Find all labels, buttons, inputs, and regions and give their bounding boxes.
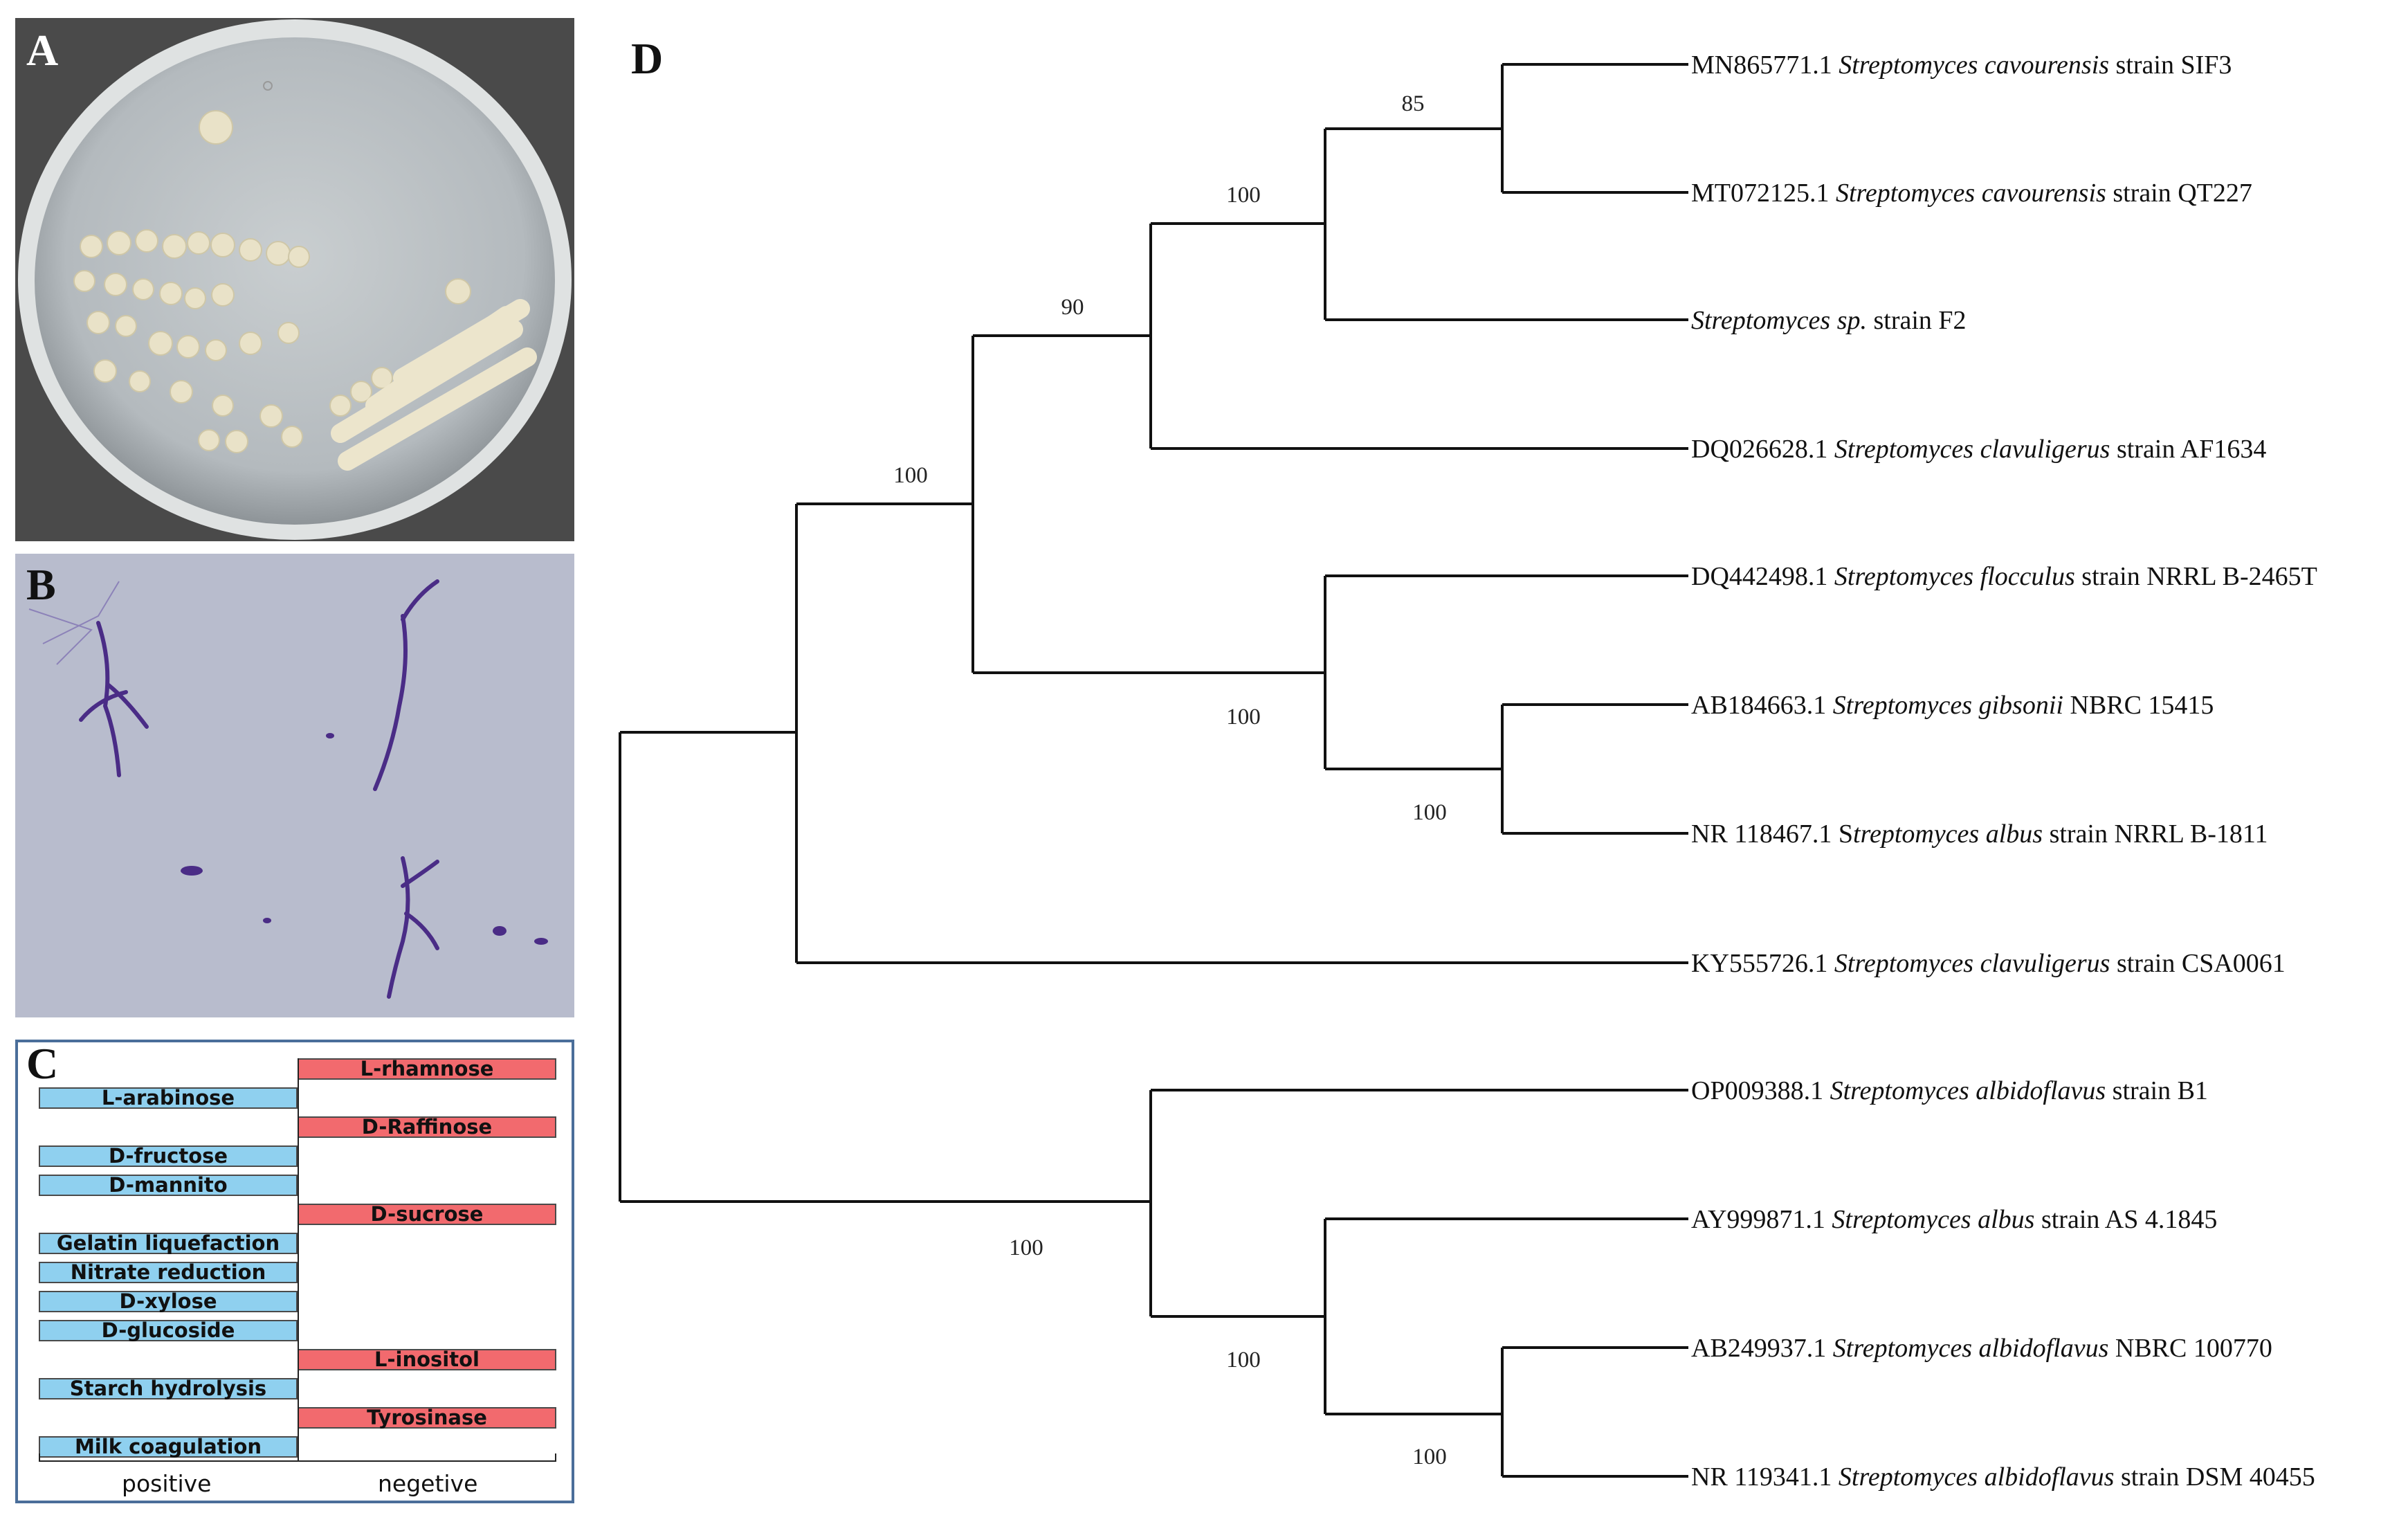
leaf-label: MT072125.1 Streptomyces cavourensis stra…	[1691, 179, 2252, 208]
leaf-label: Streptomyces sp. strain F2	[1691, 306, 1967, 335]
test-bar-l-rhamnose: L-rhamnose	[298, 1058, 556, 1080]
leaf-label: DQ026628.1 Streptomyces clavuligerus str…	[1691, 435, 2266, 464]
test-bar-d-fructose: D-fructose	[39, 1145, 298, 1167]
bootstrap-label: 90	[1061, 295, 1084, 320]
leaf-label: AY999871.1 Streptomyces albus strain AS …	[1691, 1205, 2217, 1234]
x-axis-line	[39, 1460, 556, 1462]
test-bar-l-arabinose: L-arabinose	[39, 1087, 298, 1109]
test-bar-d-glucoside: D-glucoside	[39, 1320, 298, 1341]
test-bar-d-xylose: D-xylose	[39, 1291, 298, 1312]
bootstrap-label: 100	[1412, 800, 1447, 825]
test-bar-l-inositol: L-inositol	[298, 1349, 556, 1370]
test-bar-d-mannito: D-mannito	[39, 1175, 298, 1196]
test-bar-starch-hydrolysis: Starch hydrolysis	[39, 1378, 298, 1399]
leaf-label: NR 118467.1 Streptomyces albus strain NR…	[1691, 819, 2268, 849]
leaf-label: MN865771.1 Streptomyces cavourensis stra…	[1691, 51, 2232, 80]
test-bar-tyrosinase: Tyrosinase	[298, 1407, 556, 1429]
bootstrap-label: 100	[1226, 183, 1261, 208]
negative-axis-label: negetive	[378, 1470, 478, 1497]
x-axis-tick-right	[555, 1453, 556, 1462]
test-bar-milk-coagulation: Milk coagulation	[39, 1436, 298, 1458]
leaf-label: NR 119341.1 Streptomyces albidoflavus st…	[1691, 1462, 2315, 1492]
center-divider	[298, 1058, 299, 1461]
leaf-label: AB184663.1 Streptomyces gibsonii NBRC 15…	[1691, 691, 2214, 720]
leaf-label: KY555726.1 Streptomyces clavuligerus str…	[1691, 949, 2286, 978]
bootstrap-label: 85	[1402, 91, 1425, 116]
leaf-label: OP009388.1 Streptomyces albidoflavus str…	[1691, 1076, 2208, 1105]
test-bar-gelatin-liquefaction: Gelatin liquefaction	[39, 1233, 298, 1254]
biochemical-test-panel: C L-rhamnose L-arabinose D-Raffinose D-f…	[15, 1039, 574, 1503]
test-bar-nitrate-reduction: Nitrate reduction	[39, 1262, 298, 1283]
phylogenetic-tree-panel: D	[602, 0, 2408, 1519]
panel-a-letter: A	[26, 26, 59, 75]
leaf-label: DQ442498.1 Streptomyces flocculus strain…	[1691, 562, 2317, 591]
panel-d-letter: D	[631, 34, 664, 83]
panel-b-letter: B	[26, 560, 56, 609]
test-bar-d-raffinose: D-Raffinose	[298, 1116, 556, 1138]
x-axis-tick-left	[39, 1453, 40, 1462]
test-bar-d-sucrose: D-sucrose	[298, 1204, 556, 1225]
leaf-label: AB249937.1 Streptomyces albidoflavus NBR…	[1691, 1334, 2272, 1363]
bootstrap-label: 100	[893, 463, 928, 488]
bootstrap-label: 100	[1412, 1444, 1447, 1469]
bootstrap-label: 100	[1009, 1235, 1043, 1260]
phylogenetic-tree: 85 100 90 100 100 100 100 100 100 MN8657…	[619, 51, 2317, 1492]
petri-dish-photo	[15, 18, 574, 541]
positive-axis-label: positive	[122, 1470, 212, 1497]
panel-c-letter: C	[26, 1039, 59, 1088]
microscopy-photo	[15, 554, 574, 1017]
bootstrap-label: 100	[1226, 1348, 1261, 1372]
bootstrap-label: 100	[1226, 705, 1261, 730]
